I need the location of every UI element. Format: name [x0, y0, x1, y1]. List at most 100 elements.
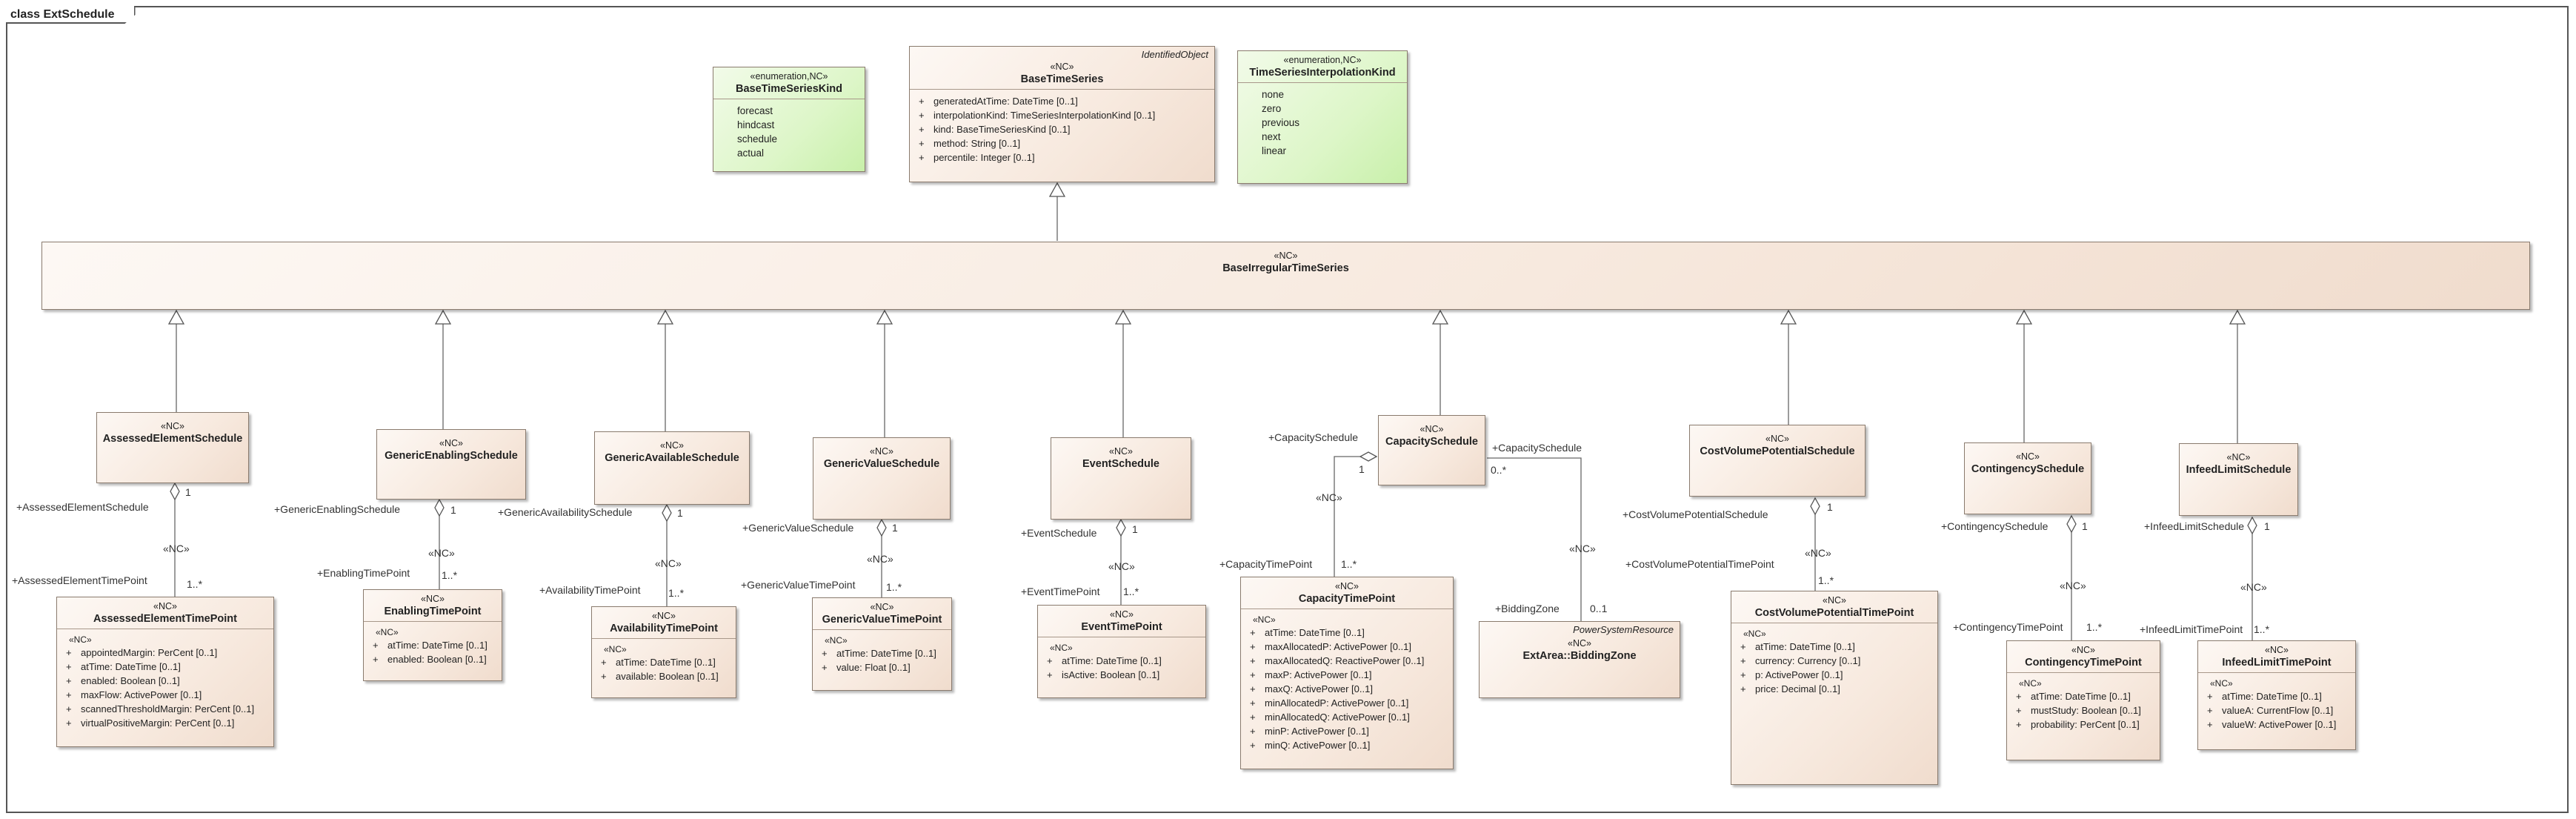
multiplicity-label: 1..*: [1123, 586, 1139, 597]
role-label: +GenericValueTimePoint: [741, 579, 856, 591]
stereotype-label: «NC»: [655, 557, 682, 569]
class-generic-value-schedule[interactable]: «NC»GenericValueSchedule: [813, 437, 951, 520]
aggregation-diamond-costvolume: [1810, 497, 1820, 516]
attribute: +percentile: Integer [0..1]: [919, 152, 1035, 163]
stereotype: «NC»: [1568, 638, 1591, 649]
attribute: +enabled: Boolean [0..1]: [66, 675, 180, 686]
aggregation-diamond-value: [876, 518, 887, 537]
multiplicity-label: 1..*: [442, 569, 458, 581]
attribute: +mustStudy: Boolean [0..1]: [2016, 705, 2141, 716]
class-name: EventTimePoint: [1081, 621, 1162, 633]
class-base-time-series[interactable]: IdentifiedObject «NC» BaseTimeSeries +ge…: [909, 46, 1215, 182]
attribute: +method: String [0..1]: [919, 138, 1021, 149]
attribute: +minQ: ActivePower [0..1]: [1250, 740, 1371, 751]
parent-class-name: PowerSystemResource: [1573, 624, 1674, 635]
attribute: +minAllocatedP: ActivePower [0..1]: [1250, 697, 1409, 709]
class-name: AvailabilityTimePoint: [610, 623, 718, 634]
attribute-stereotype: «NC»: [376, 627, 399, 637]
attribute: +atTime: DateTime [0..1]: [601, 657, 716, 668]
enum-literal: actual: [737, 147, 765, 159]
class-name: BaseTimeSeries: [1020, 73, 1104, 85]
attribute: +scannedThresholdMargin: PerCent [0..1]: [66, 703, 255, 714]
class-name: GenericValueSchedule: [823, 458, 940, 470]
attribute: +valueA: CurrentFlow [0..1]: [2207, 705, 2334, 716]
class-cost-volume-potential-schedule[interactable]: «NC»CostVolumePotentialSchedule: [1689, 425, 1866, 497]
stereotype-label: «NC»: [1805, 547, 1831, 559]
multiplicity-label: 0..*: [1491, 464, 1507, 476]
class-event-time-point[interactable]: «NC»EventTimePoint «NC» +atTime: DateTim…: [1037, 605, 1206, 698]
class-bidding-zone[interactable]: PowerSystemResource «NC» ExtArea::Biddin…: [1479, 621, 1680, 698]
attribute-stereotype: «NC»: [1743, 629, 1766, 639]
attribute: +interpolationKind: TimeSeriesInterpolat…: [919, 110, 1156, 121]
role-label: +CapacitySchedule: [1492, 442, 1582, 454]
class-name: CapacityTimePoint: [1298, 593, 1396, 605]
class-name: CapacitySchedule: [1385, 436, 1478, 448]
class-assessed-element-time-point[interactable]: «NC»AssessedElementTimePoint «NC» +appoi…: [56, 597, 274, 747]
role-label: +AssessedElementSchedule: [16, 501, 149, 513]
attribute-stereotype: «NC»: [1253, 614, 1276, 625]
attribute: +price: Decimal [0..1]: [1740, 683, 1840, 694]
class-infeed-limit-schedule[interactable]: «NC»InfeedLimitSchedule: [2179, 443, 2298, 516]
attribute-stereotype: «NC»: [604, 644, 627, 654]
class-generic-enabling-schedule[interactable]: «NC»GenericEnablingSchedule: [376, 429, 526, 500]
class-capacity-schedule[interactable]: «NC»CapacitySchedule: [1378, 415, 1485, 485]
stereotype-label: «NC»: [1569, 543, 1596, 554]
class-name: InfeedLimitTimePoint: [2222, 657, 2332, 669]
enum-base-time-series-kind[interactable]: «enumeration,NC» BaseTimeSeriesKind fore…: [713, 67, 865, 172]
class-name: GenericAvailableSchedule: [605, 452, 739, 464]
role-label: +AssessedElementTimePoint: [12, 574, 147, 586]
enum-literal: none: [1262, 89, 1285, 100]
diagram-frame-title: class ExtSchedule: [6, 6, 136, 24]
class-capacity-time-point[interactable]: «NC»CapacityTimePoint «NC» +atTime: Date…: [1240, 577, 1454, 769]
role-label: +EventSchedule: [1021, 527, 1097, 539]
parent-class-name: IdentifiedObject: [1141, 49, 1208, 60]
stereotype: «NC»: [2226, 452, 2251, 462]
enum-literal: zero: [1262, 103, 1282, 114]
role-label: +EnablingTimePoint: [317, 567, 410, 579]
stereotype: «enumeration,NC»: [1283, 55, 1362, 65]
stereotype: «NC»: [2016, 451, 2040, 462]
class-contingency-time-point[interactable]: «NC»ContingencyTimePoint «NC» +atTime: D…: [2006, 640, 2160, 760]
association-capacity-biddingzone: [1487, 457, 1582, 621]
role-label: +InfeedLimitTimePoint: [2140, 623, 2243, 635]
enum-time-series-interpolation-kind[interactable]: «enumeration,NC» TimeSeriesInterpolation…: [1237, 50, 1408, 184]
enum-literal: hindcast: [737, 119, 775, 130]
attribute: +atTime: DateTime [0..1]: [2207, 691, 2322, 702]
stereotype-label: «NC»: [428, 547, 455, 559]
stereotype: «NC»: [870, 602, 894, 612]
class-name: EventSchedule: [1082, 458, 1159, 470]
multiplicity-label: 1: [892, 522, 898, 534]
class-base-irregular-time-series[interactable]: «NC» BaseIrregularTimeSeries: [41, 242, 2530, 310]
role-label: +EventTimePoint: [1021, 586, 1100, 597]
class-infeed-limit-time-point[interactable]: «NC»InfeedLimitTimePoint «NC» +atTime: D…: [2197, 640, 2356, 750]
aggregation-diamond-contingency: [2066, 514, 2077, 534]
stereotype: «NC»: [2071, 645, 2095, 655]
attribute: +valueW: ActivePower [0..1]: [2207, 719, 2337, 730]
stereotype: «NC»: [1110, 609, 1134, 620]
stereotype-label: «NC»: [1316, 491, 1342, 503]
attribute: +maxQ: ActivePower [0..1]: [1250, 683, 1373, 694]
class-generic-available-schedule[interactable]: «NC»GenericAvailableSchedule: [594, 431, 750, 505]
class-contingency-schedule[interactable]: «NC»ContingencySchedule: [1964, 442, 2091, 514]
class-cost-volume-potential-time-point[interactable]: «NC»CostVolumePotentialTimePoint «NC» +a…: [1731, 591, 1938, 785]
multiplicity-label: 1..*: [1818, 574, 1834, 586]
stereotype: «NC»: [161, 421, 184, 431]
attribute: +atTime: DateTime [0..1]: [1250, 627, 1365, 638]
aggregation-diamond-event: [1116, 518, 1126, 537]
class-availability-time-point[interactable]: «NC»AvailabilityTimePoint «NC» +atTime: …: [591, 606, 736, 698]
class-name: ExtArea::BiddingZone: [1522, 650, 1637, 662]
role-label: +ContingencyTimePoint: [1953, 621, 2063, 633]
attribute-stereotype: «NC»: [1050, 643, 1073, 653]
class-assessed-element-schedule[interactable]: «NC»AssessedElementSchedule: [96, 412, 249, 483]
role-label: +BiddingZone: [1495, 603, 1560, 614]
class-event-schedule[interactable]: «NC»EventSchedule: [1051, 437, 1191, 520]
stereotype-label: «NC»: [163, 543, 190, 554]
attribute: +atTime: DateTime [0..1]: [2016, 691, 2131, 702]
class-generic-value-time-point[interactable]: «NC»GenericValueTimePoint «NC» +atTime: …: [812, 597, 952, 691]
stereotype-label: «NC»: [2240, 581, 2267, 593]
multiplicity-label: 1..*: [2086, 621, 2103, 633]
class-enabling-time-point[interactable]: «NC»EnablingTimePoint «NC» +atTime: Date…: [363, 589, 502, 681]
attribute: +appointedMargin: PerCent [0..1]: [66, 647, 218, 658]
enum-literal: next: [1262, 131, 1281, 142]
